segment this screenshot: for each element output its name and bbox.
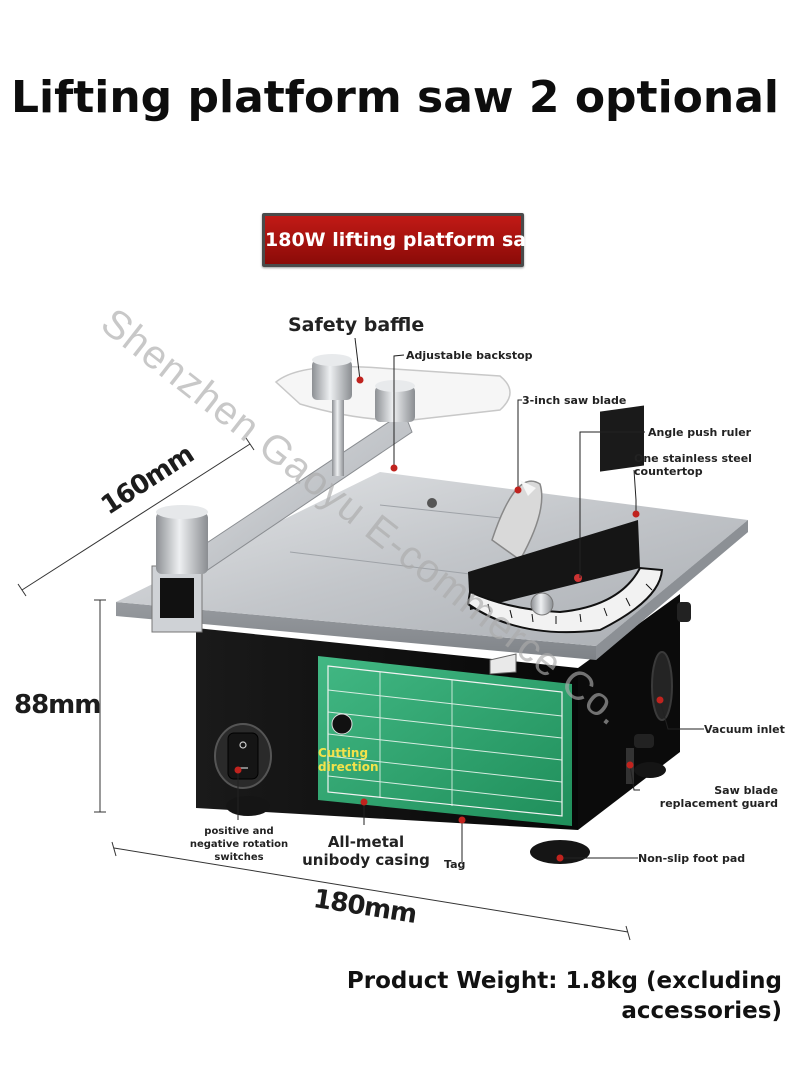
product-weight: Product Weight: 1.8kg (excluding accesso… (346, 968, 782, 1024)
knob-baffle-2 (375, 386, 415, 422)
label-tag: Tag (444, 858, 466, 871)
spec-plate (318, 656, 572, 826)
dim-line-width (113, 847, 629, 933)
knob-front (156, 512, 208, 574)
label-casing: All-metal unibody casing (302, 833, 430, 869)
label-blade-guard: Saw blade replacement guard (659, 784, 778, 810)
dimension-height: 88mm (14, 690, 101, 720)
foot-back (634, 762, 666, 778)
label-vacuum-inlet: Vacuum inlet (704, 723, 785, 736)
foot-left (226, 796, 270, 816)
product-badge: 180W lifting platform saw (262, 213, 544, 267)
label-countertop: One stainless steel countertop (634, 452, 752, 478)
leader-angle-ruler (579, 431, 645, 578)
label-saw-blade: 3-inch saw blade (522, 394, 627, 407)
label-cutting-direction: Cutting direction (318, 746, 379, 774)
angle-ruler-dial (466, 566, 664, 634)
side-knob-1 (677, 602, 691, 622)
page-title: Lifting platform saw 2 optional (10, 72, 779, 123)
leader-countertop (633, 469, 637, 514)
angle-ruler-plate (468, 520, 640, 610)
label-foot-pad: Non-slip foot pad (638, 852, 746, 865)
leader-blade-guard (629, 764, 640, 791)
dim-line-depth (21, 443, 251, 591)
backstop-post (332, 386, 344, 476)
saw-blade (491, 480, 543, 562)
label-safety-baffle: Safety baffle (288, 314, 425, 336)
rocker-switch (227, 732, 259, 780)
label-angle-push-ruler: Angle push ruler (648, 426, 752, 439)
label-switch: positive and negative rotation switches (189, 826, 289, 863)
table-edge (116, 520, 748, 660)
leader-safety-baffle (354, 337, 361, 381)
label-adjustable-backstop: Adjustable backstop (406, 349, 533, 362)
vacuum-inlet (651, 651, 673, 721)
table-top (116, 472, 748, 646)
leader-backstop (393, 354, 405, 468)
knob-baffle-1 (312, 360, 352, 400)
leader-vacuum (659, 699, 704, 730)
leader-saw-blade (517, 399, 522, 490)
ruler-knob (530, 592, 554, 616)
side-knob-2 (634, 734, 654, 748)
